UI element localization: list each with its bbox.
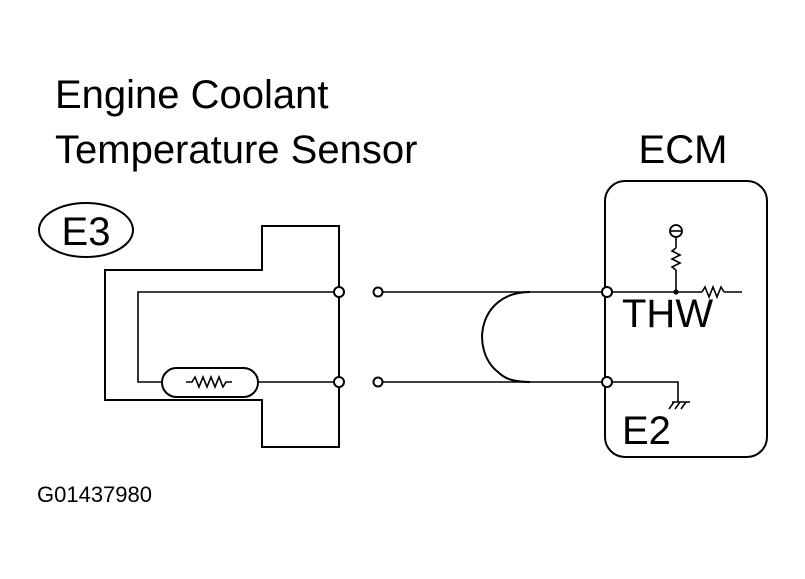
sensor-title-line1: Engine Coolant	[55, 73, 329, 117]
shield-loop	[481, 291, 531, 383]
thermistor	[161, 367, 259, 398]
connector-code: E3	[62, 210, 111, 254]
sensor-body	[104, 225, 340, 448]
ecm-box	[604, 180, 768, 458]
harness-terminal-1	[372, 286, 384, 298]
thw-terminal-label: THW	[622, 292, 713, 336]
e2-terminal-label: E2	[622, 409, 671, 453]
sensor-internal-wiring	[137, 291, 339, 398]
sensor-terminal-2	[333, 376, 345, 388]
figure-code: G01437980	[37, 482, 152, 507]
ecm-pullup-circuit	[612, 224, 742, 300]
harness-terminal-2	[372, 376, 384, 388]
ecm-terminal-e2	[601, 376, 613, 388]
sensor-terminal-1	[333, 286, 345, 298]
connector-code-oval	[38, 202, 134, 258]
ecm-terminal-thw	[601, 286, 613, 298]
ecm-ground-circuit	[612, 381, 690, 410]
sensor-title-line2: Temperature Sensor	[55, 128, 417, 172]
ecm-label: ECM	[639, 128, 728, 172]
